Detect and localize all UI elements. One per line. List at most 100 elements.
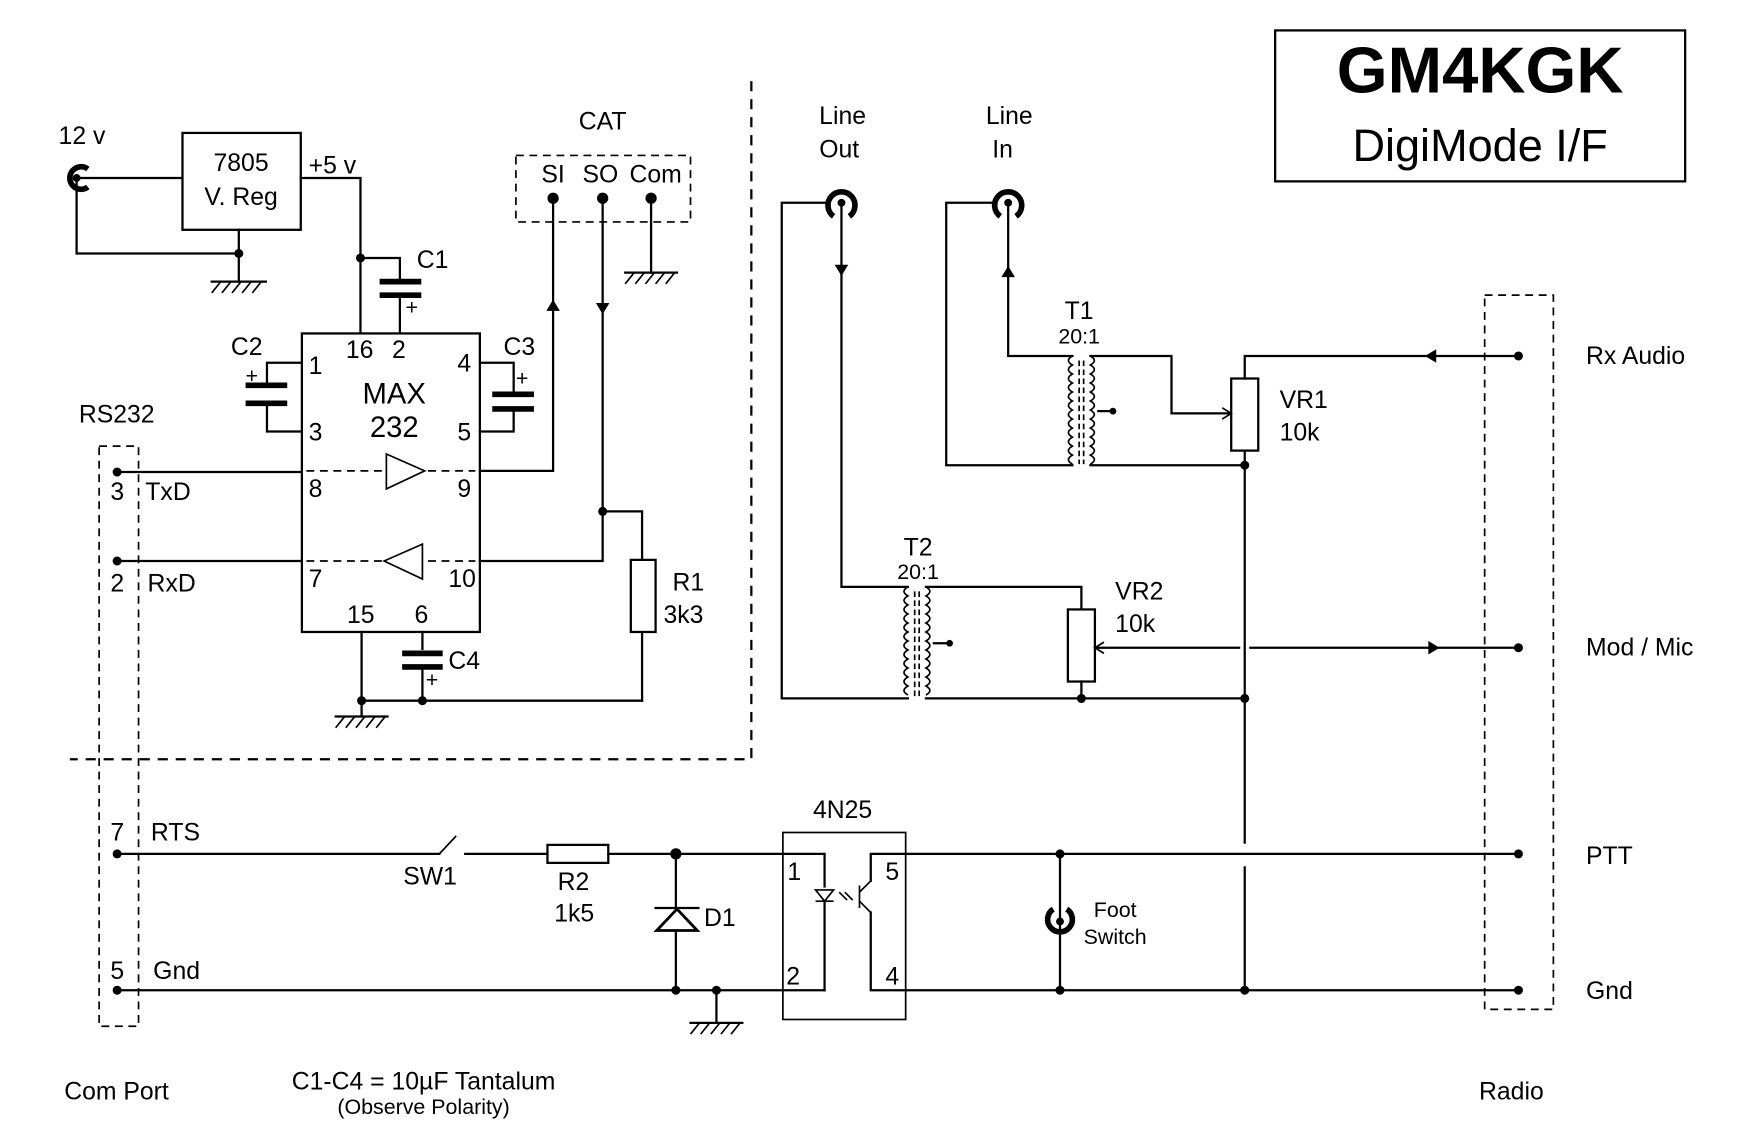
power-supply: 12 v 7805 V. Reg +5 v C1 + (59, 123, 449, 335)
phototransistor-icon (858, 880, 872, 914)
com-port-connector: RS232 3 TxD 2 RxD 7 RTS 5 Gnd Com Port (64, 401, 304, 1105)
wire-12v-gnd (75, 176, 240, 255)
opto-pin-4: 4 (885, 964, 899, 991)
wire-line-in-sig (1007, 201, 1074, 358)
ground-icon (210, 280, 267, 294)
opto-pin-5: 5 (885, 859, 899, 886)
c1-label: C1 (417, 247, 449, 274)
audio-circuit: Line Out Line In T1 20:1 (780, 103, 1520, 995)
r1-name: R1 (672, 569, 704, 596)
pin-8: 8 (309, 476, 323, 503)
wire-c1 (359, 256, 402, 280)
arrow-down-icon (834, 264, 849, 276)
capacitor-c2: C2 + (231, 334, 304, 433)
junction (1076, 693, 1086, 703)
opto-label: 4N25 (813, 797, 872, 824)
capacitor-c4: C4 + (334, 630, 644, 729)
5v-label: +5 v (309, 152, 357, 179)
junction (1240, 460, 1250, 470)
com-pin-num: 2 (110, 570, 124, 597)
potentiometer-vr2 (1066, 608, 1097, 683)
receiver-triangle-icon (382, 542, 424, 581)
pin-6: 6 (415, 602, 429, 629)
line-in-label-2: In (992, 137, 1013, 164)
junction (1055, 985, 1065, 995)
radio-connector-outline (1483, 294, 1555, 1011)
wire-ptt (869, 852, 1520, 883)
cat-pin-so: SO (583, 161, 619, 188)
capacitor-note: C1-C4 = 10µF Tantalum (292, 1068, 556, 1095)
capacitor-c3: C3 + (478, 334, 536, 433)
wire-line-out-gnd (780, 201, 910, 700)
line-out-label-1: Line (819, 103, 866, 130)
resistor-r1 (629, 558, 657, 634)
com-pin-signal: TxD (145, 479, 190, 506)
arrow-left-icon (1424, 349, 1437, 363)
pin-5: 5 (457, 419, 471, 446)
pin-9: 9 (457, 476, 471, 503)
c3-label: C3 (504, 334, 536, 361)
radio-connector: Rx Audio Mod / Mic PTT Gnd Radio (1479, 294, 1693, 1105)
wire-c3-b (478, 411, 515, 433)
input-voltage-label: 12 v (59, 123, 106, 150)
t1-ratio: 20:1 (1058, 325, 1100, 349)
ptt-circuit: SW1 R2 1k5 D1 4N25 1 2 5 4 (116, 797, 1520, 1035)
transformer-t2-icon (903, 586, 953, 697)
cat-connector: CAT SI SO Com R1 3k3 (478, 109, 704, 702)
t1-name: T1 (1065, 298, 1094, 325)
arrow-up-icon (1001, 265, 1015, 278)
com-pin-num: 5 (110, 958, 124, 985)
pin-2: 2 (392, 337, 406, 364)
max232-ic: MAX 232 16 2 1 3 4 5 8 9 7 10 15 6 (300, 332, 481, 634)
d1-label: D1 (704, 905, 736, 932)
radio-signal-mod-mic: Mod / Mic (1586, 635, 1693, 662)
com-pin-signal: RTS (151, 819, 200, 846)
com-pin-num: 7 (110, 819, 124, 846)
wire-line-in-gnd (945, 201, 1074, 467)
foot-label-2: Switch (1084, 925, 1147, 949)
regulator-7805 (181, 131, 302, 231)
wire-5v (299, 176, 362, 335)
r2-value: 1k5 (554, 900, 594, 927)
rs232-label: RS232 (79, 401, 155, 428)
wire-t1-vr1 (1089, 354, 1232, 415)
vr2-name: VR2 (1115, 578, 1163, 605)
opto-pin-1: 1 (787, 859, 801, 886)
radio-terminal (1513, 643, 1523, 653)
section-divider (69, 81, 753, 761)
c2-label: C2 (231, 334, 263, 361)
switch-sw1-icon (438, 835, 457, 855)
junction (234, 248, 244, 258)
pin-3: 3 (309, 419, 323, 446)
com-pin-signal: Gnd (153, 958, 200, 985)
t2-name: T2 (904, 534, 933, 561)
optocoupler-4n25 (782, 831, 907, 1021)
com-pin-signal: RxD (148, 570, 196, 597)
pin-10: 10 (448, 566, 476, 593)
com-port-outline (98, 445, 140, 1028)
pin-4: 4 (457, 351, 471, 378)
radio-footer: Radio (1479, 1078, 1544, 1105)
c1-plus: + (406, 295, 418, 319)
cat-pin-si: SI (541, 161, 564, 188)
junction (1240, 693, 1250, 703)
radio-signal-rx-audio: Rx Audio (1586, 343, 1685, 370)
wire-line-out-sig (840, 201, 910, 589)
pin-7: 7 (309, 566, 323, 593)
c3-plus: + (516, 366, 528, 390)
line-in-label-1: Line (986, 103, 1033, 130)
wire-si (478, 197, 555, 473)
wire-gnd-radio (869, 911, 1520, 992)
title-frame (1274, 29, 1687, 183)
pin-1: 1 (309, 353, 323, 380)
c4-plus: + (426, 668, 438, 692)
led-icon (813, 889, 854, 903)
radio-terminal (1513, 351, 1523, 361)
wiper-arrow-icon (1221, 407, 1233, 420)
opto-pin-2: 2 (786, 964, 800, 991)
junction (417, 696, 427, 706)
diode-d1-icon (653, 906, 701, 932)
c2-plus: + (246, 364, 258, 388)
wire-rx-audio (1243, 354, 1520, 380)
